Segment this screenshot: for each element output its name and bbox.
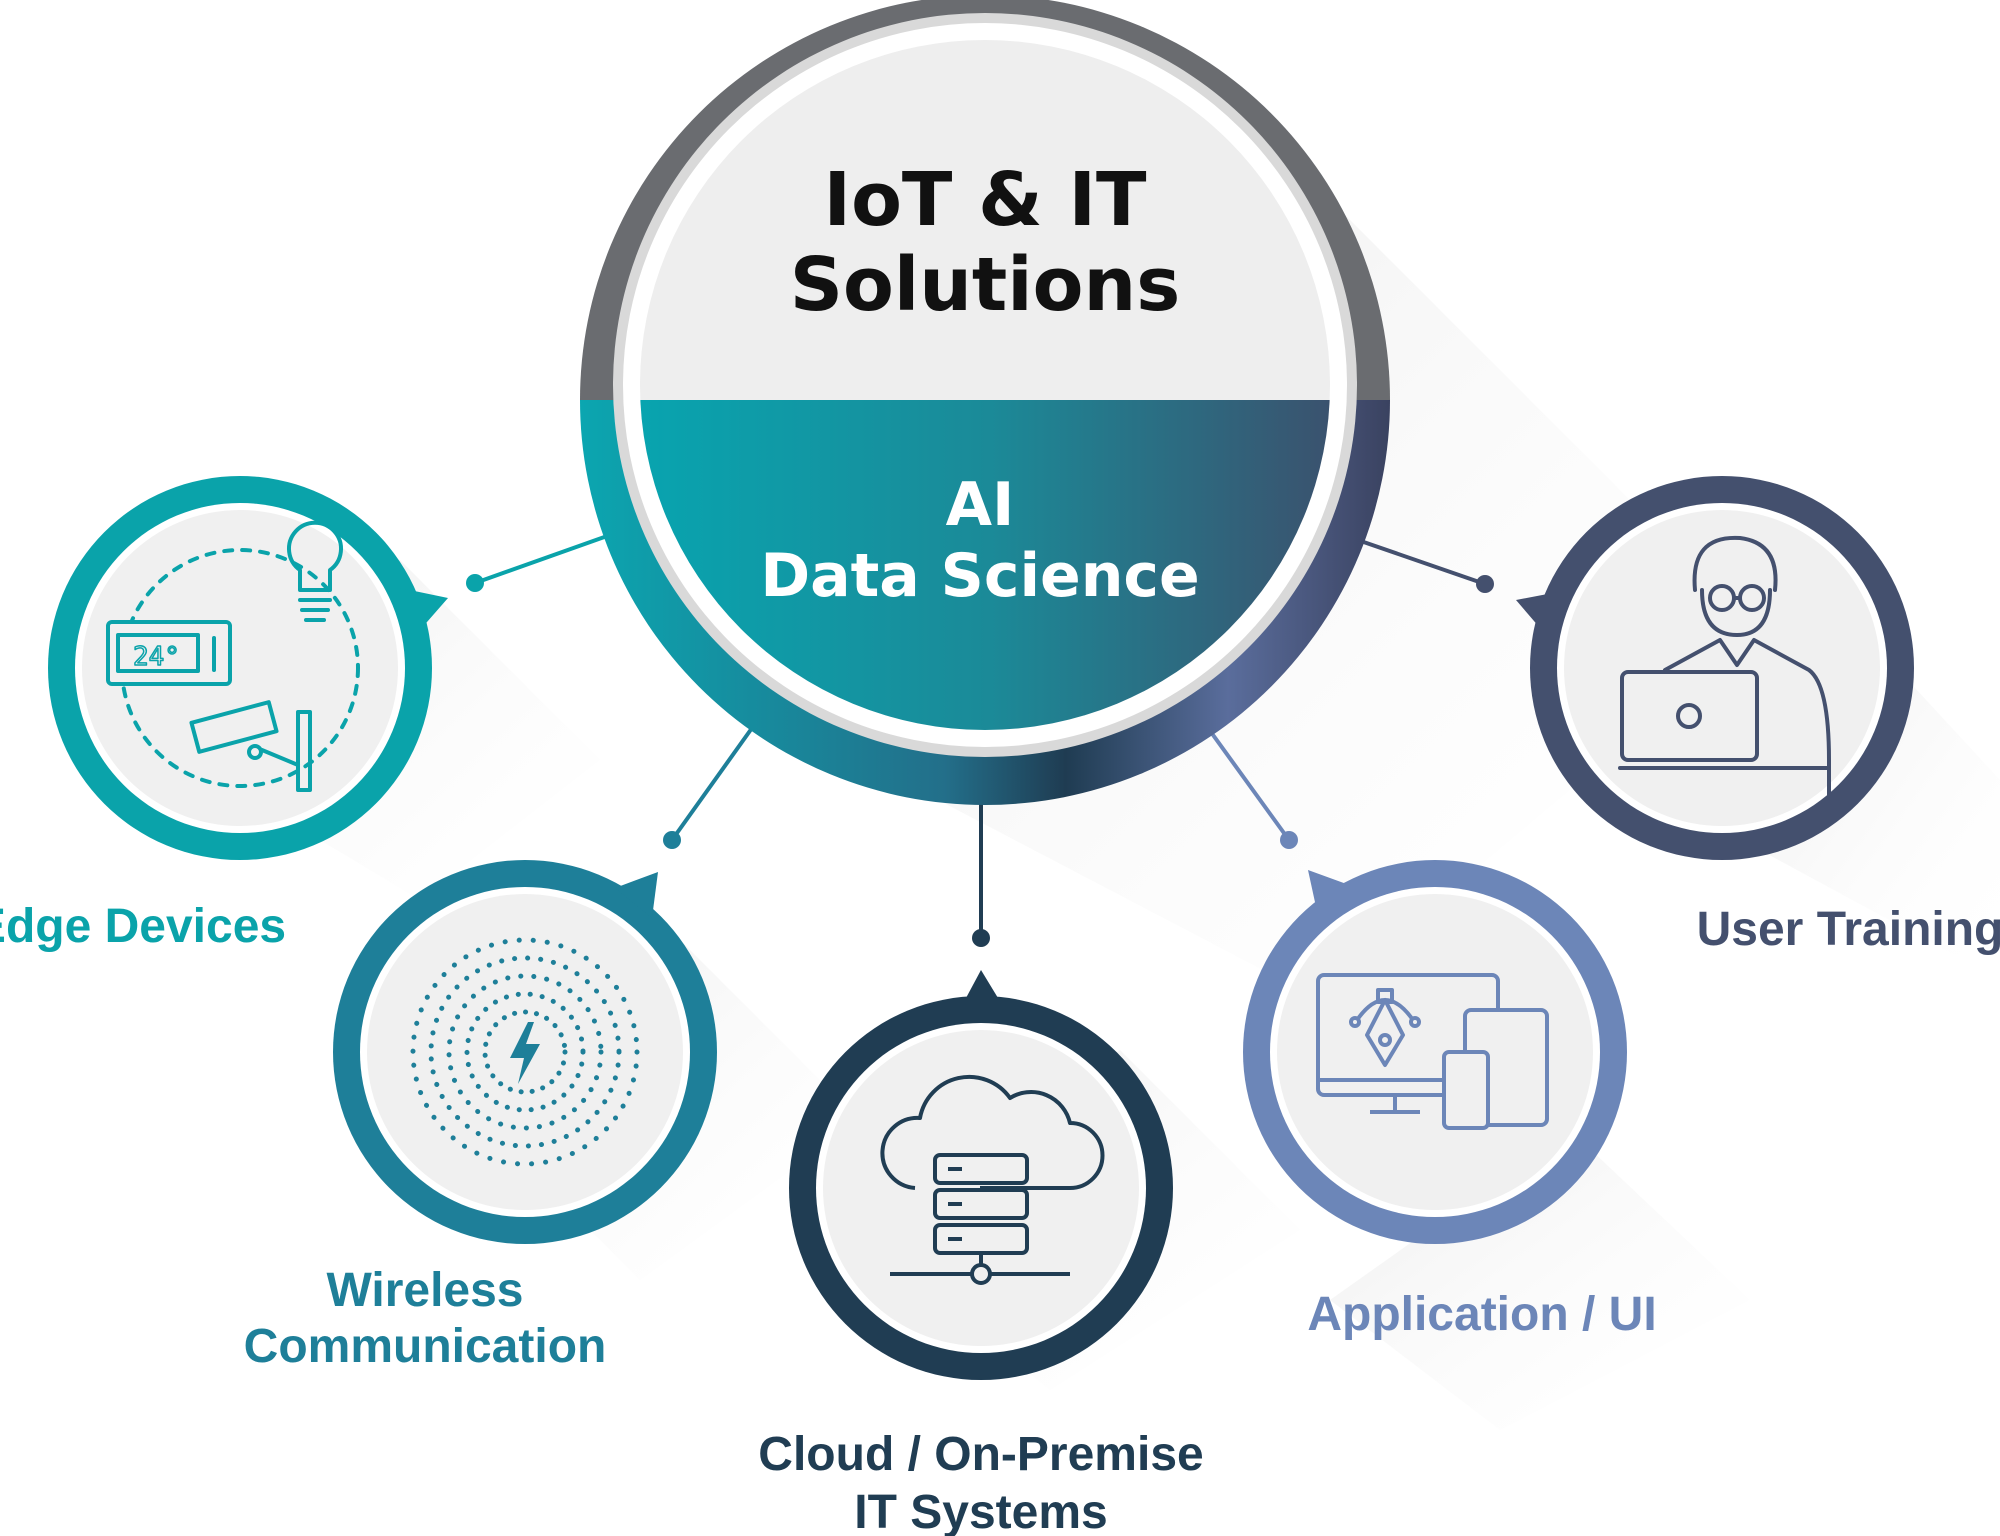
- svg-text:24°: 24°: [133, 642, 180, 672]
- node-labels: Edge Devices Wireless Communication Clou…: [0, 900, 2000, 1536]
- multi-device-design-icon: [1316, 973, 1549, 1130]
- label-user-training: User Training: [1697, 903, 2000, 956]
- cloud-server-icon: [880, 1074, 1105, 1285]
- label-edge-devices: Edge Devices: [0, 900, 286, 953]
- label-wireless-line2: Communication: [244, 1320, 607, 1373]
- node-edge-devices: 24°: [48, 476, 448, 860]
- center-title-line2: Solutions: [790, 242, 1181, 328]
- node-application-ui: [1243, 860, 1627, 1244]
- connector-dot-app: [1280, 831, 1298, 849]
- center-sub-line1: AI: [946, 470, 1015, 540]
- label-application-ui: Application / UI: [1307, 1288, 1656, 1341]
- connector-dot-cloud: [972, 929, 990, 947]
- node-wireless-communication: [333, 860, 717, 1244]
- center-sub-line2: Data Science: [760, 541, 1199, 611]
- connector-dot-user: [1476, 575, 1494, 593]
- label-cloud-line2: IT Systems: [854, 1486, 1107, 1536]
- node-user-training: [1516, 476, 1914, 860]
- smart-home-devices-icon: 24°: [106, 520, 360, 792]
- label-cloud-line1: Cloud / On-Premise: [758, 1428, 1203, 1481]
- center-title-line1: IoT & IT: [824, 157, 1147, 243]
- label-wireless-line1: Wireless: [326, 1264, 523, 1317]
- central-hub: IoT & IT Solutions AI Data Science: [580, 0, 1390, 805]
- user-laptop-icon: [1618, 535, 1831, 802]
- connectors: [466, 533, 1494, 947]
- wireless-signal-icon: [410, 937, 640, 1167]
- connector-dot-edge: [466, 574, 484, 592]
- node-cloud-on-premise: [789, 970, 1173, 1380]
- connector-dot-wireless: [663, 831, 681, 849]
